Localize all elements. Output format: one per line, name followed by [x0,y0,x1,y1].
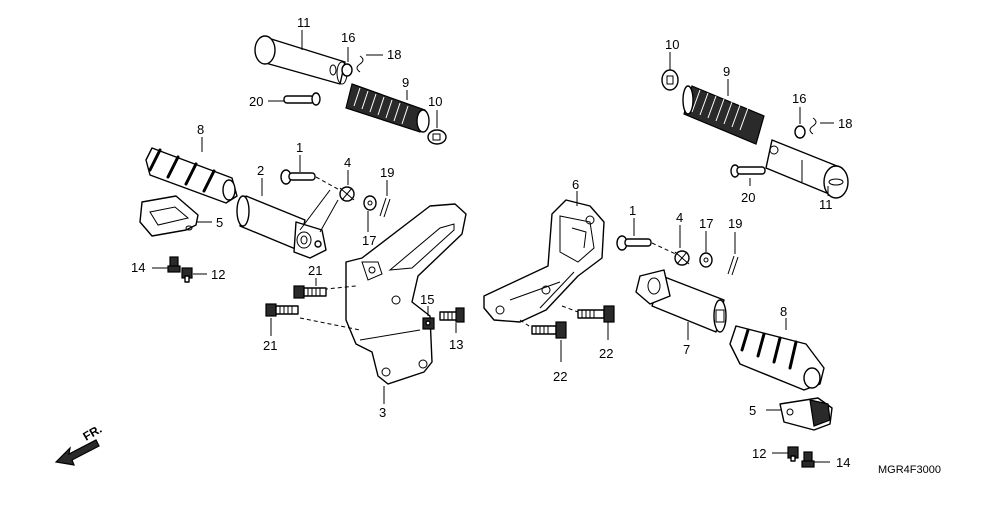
part-13-bolt [439,307,465,323]
part-1-left-pin [280,169,316,185]
part-8-left-footpeg-rubber [145,147,238,204]
callout-10-right: 10 [665,37,679,52]
part-4-left-spring [339,186,355,202]
callout-18-left: 18 [387,47,401,62]
callout-8-left: 8 [197,122,204,137]
part-20-left-pivot-pin [283,92,321,106]
part-8-right-footpeg-rubber [729,325,825,391]
diagram-code: MGR4F3000 [878,464,941,476]
callout-14-right: 14 [836,455,850,470]
part-15-nut [422,317,435,330]
part-18-left-pin [356,55,364,73]
callout-22-lower: 22 [553,369,567,384]
callout-19-right: 19 [728,216,742,231]
callout-8-right: 8 [780,304,787,319]
callout-5-left: 5 [216,215,223,230]
callout-17-left: 17 [362,233,376,248]
part-22-bolt-lower [531,321,567,339]
callout-14-left: 14 [131,260,145,275]
part-20-right-pivot-pin [730,164,766,178]
part-5-left-holder [139,195,199,237]
callout-12-left: 12 [211,267,225,282]
part-19-right-cotter-pin [727,255,739,276]
part-10-left-washer [427,129,447,145]
callout-4-right: 4 [676,210,683,225]
callout-5-right: 5 [749,403,756,418]
callout-21-upper: 21 [308,263,322,278]
part-4-right-spring [674,250,690,266]
callout-11-right: 11 [819,197,833,212]
part-18-right-pin [809,117,817,135]
callout-6: 6 [572,177,579,192]
callout-16-right: 16 [792,91,806,106]
callout-22-upper: 22 [599,346,613,361]
part-11-left-step-bar [254,35,348,85]
callout-4-left: 4 [344,155,351,170]
callout-2: 2 [257,163,264,178]
callout-13: 13 [449,337,463,352]
part-17-right-washer [699,252,713,268]
part-7-right-step [635,269,727,333]
part-5-right-holder [779,397,833,431]
callout-16-left: 16 [341,30,355,45]
part-2-left-step [236,189,339,259]
part-9-left-rubber [345,83,430,133]
callout-21-lower: 21 [263,338,277,353]
callout-15: 15 [420,292,434,307]
callout-12-right: 12 [752,446,766,461]
front-direction-arrow [54,439,100,466]
part-1-right-pin [616,235,652,251]
part-22-bolt-upper [577,305,615,323]
callout-20-left: 20 [249,94,263,109]
part-14-right-bolt [801,451,815,468]
part-3-left-bracket [345,203,467,385]
part-9-right-rubber [682,85,765,145]
callout-1-left: 1 [296,140,303,155]
callout-18-right: 18 [838,116,852,131]
part-11-right-step-bar [765,139,849,199]
callout-1-right: 1 [629,203,636,218]
part-10-right-washer [661,69,679,91]
part-12-left-nut [181,267,193,283]
callout-19-left: 19 [380,165,394,180]
part-17-left-washer [363,195,377,211]
part-12-right-nut [787,446,799,462]
part-14-left-bolt [167,256,181,273]
callout-10-left: 10 [428,94,442,109]
callout-3: 3 [379,405,386,420]
callout-7: 7 [683,342,690,357]
part-21-bolt-lower [265,303,299,317]
part-19-left-cotter-pin [379,197,391,218]
part-16-left-washer [341,63,353,77]
part-21-bolt-upper [293,285,327,299]
callout-20-right: 20 [741,190,755,205]
callout-11-left: 11 [297,15,311,30]
direction-label: FR. [81,422,105,444]
callout-17-right: 17 [699,216,713,231]
callout-9-left: 9 [402,75,409,90]
part-6-right-bracket [483,199,605,323]
part-16-right-washer [794,125,806,139]
callout-9-right: 9 [723,64,730,79]
